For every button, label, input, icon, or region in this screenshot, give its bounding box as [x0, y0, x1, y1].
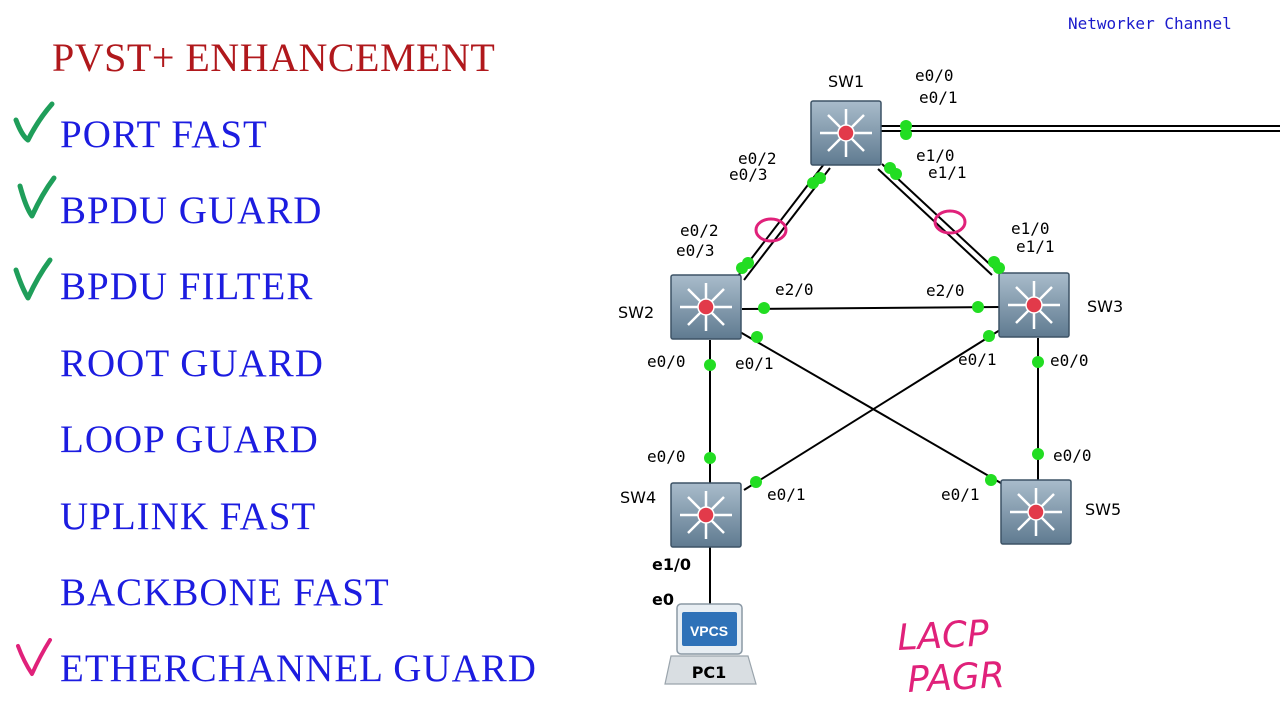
pc-label: PC1	[692, 663, 727, 682]
feature-item: ROOT GUARD	[60, 342, 324, 385]
port-label: e1/1	[1016, 237, 1055, 256]
port-label: e0	[652, 590, 674, 609]
check-mark-icon	[17, 175, 57, 219]
switch-icon	[999, 478, 1073, 546]
check-mark-icon	[13, 257, 53, 301]
switch-label: SW5	[1085, 500, 1121, 519]
switch-label: SW4	[620, 488, 656, 507]
switch-icon	[669, 273, 743, 341]
feature-item: LOOP GUARD	[60, 418, 319, 461]
port-label: e2/0	[926, 281, 965, 300]
port-label: e1/0	[1011, 219, 1050, 238]
switch-icon	[997, 271, 1071, 339]
switch-label: SW2	[618, 303, 654, 322]
feature-item: PORT FAST	[60, 113, 268, 156]
port-label: e1/0	[916, 146, 955, 165]
pc-icon: VPCS	[664, 603, 757, 685]
feature-item: ETHERCHANNEL GUARD	[60, 647, 537, 690]
port-label: e0/1	[735, 354, 774, 373]
port-label: e0/2	[738, 149, 777, 168]
feature-item: BPDU GUARD	[60, 189, 323, 232]
port-label: e0/0	[915, 66, 954, 85]
check-mark-icon	[13, 101, 55, 143]
etherchannel-marker	[754, 217, 788, 243]
feature-item: BACKBONE FAST	[60, 571, 390, 614]
port-label: e0/0	[1053, 446, 1092, 465]
switch-label: SW1	[828, 72, 864, 91]
link-lines	[709, 125, 1280, 604]
handwritten-annotation: PAGR	[906, 655, 1005, 701]
port-label: e0/1	[767, 485, 806, 504]
page-title: PVST+ ENHANCEMENT	[52, 35, 496, 80]
feature-item: BPDU FILTER	[60, 265, 314, 308]
port-label: e1/1	[928, 163, 967, 182]
port-indicators	[704, 120, 1044, 488]
port-label: e0/1	[958, 350, 997, 369]
port-label: e0/3	[729, 165, 768, 184]
channel-name: Networker Channel	[1068, 14, 1232, 33]
port-label: e0/0	[647, 447, 686, 466]
switch-icon	[669, 481, 743, 549]
etherchannel-marker	[933, 209, 967, 235]
port-label: e1/0	[652, 555, 691, 574]
check-mark-icon	[16, 638, 52, 676]
feature-item: UPLINK FAST	[60, 495, 317, 538]
switch-icon	[809, 99, 883, 167]
port-label: e0/0	[1050, 351, 1089, 370]
handwritten-annotation: LACP	[896, 613, 990, 659]
port-label: e0/2	[680, 221, 719, 240]
port-label: e0/1	[941, 485, 980, 504]
port-label: e0/1	[919, 88, 958, 107]
port-label: e2/0	[775, 280, 814, 299]
pc-screen-text: VPCS	[690, 623, 728, 639]
switch-label: SW3	[1087, 297, 1123, 316]
port-label: e0/0	[647, 352, 686, 371]
port-label: e0/3	[676, 241, 715, 260]
